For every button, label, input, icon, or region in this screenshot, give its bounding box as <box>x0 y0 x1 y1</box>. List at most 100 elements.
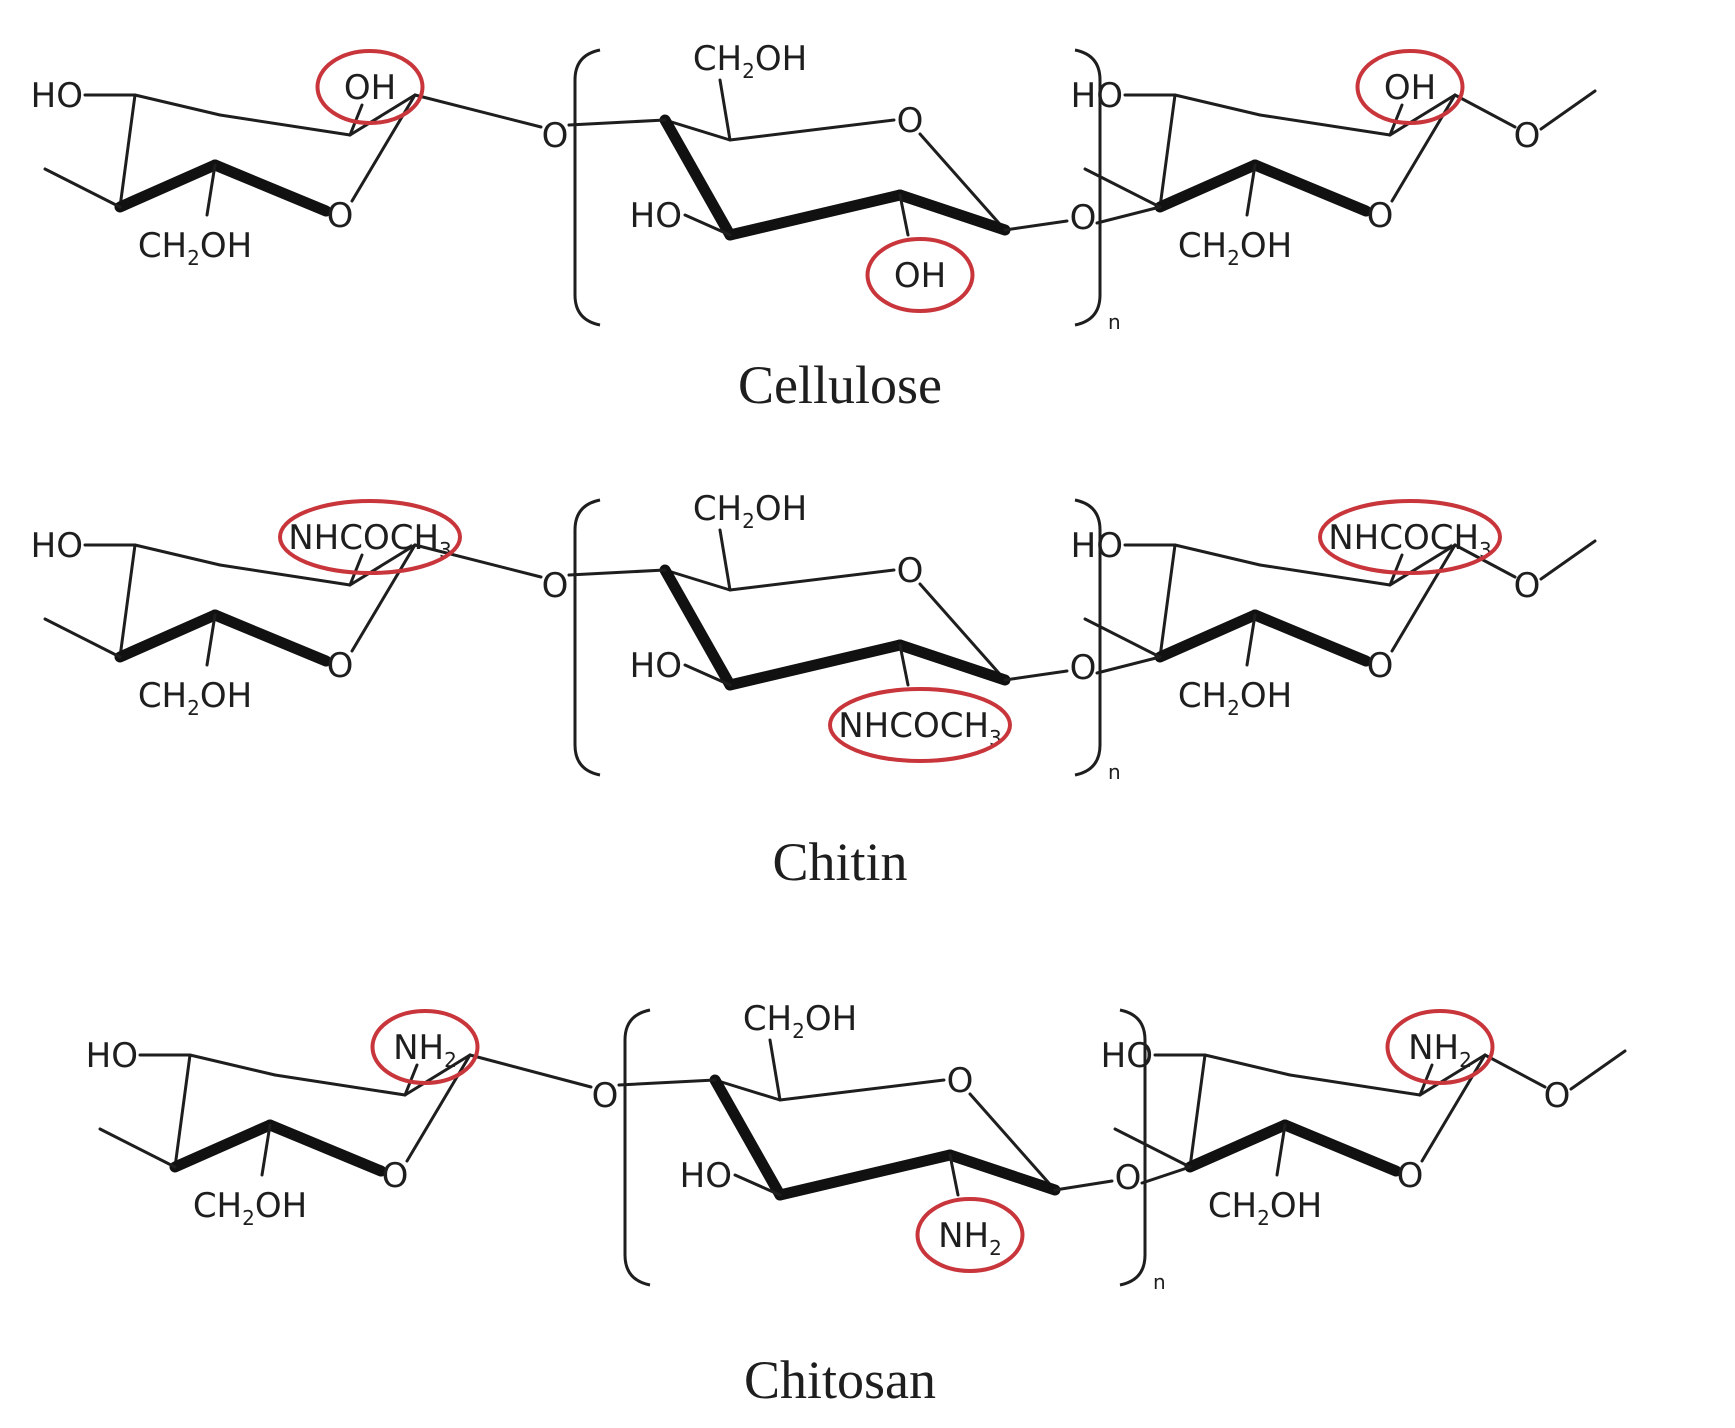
right-bracket <box>1119 1008 1147 1287</box>
bond-line <box>1113 1127 1192 1169</box>
bond-line <box>713 1078 782 1102</box>
hydroxymethyl-label: CH2​OH <box>138 676 252 720</box>
bond-line <box>118 543 137 659</box>
bond-line <box>405 1053 472 1163</box>
bond-line <box>968 1092 1057 1192</box>
bond-line <box>98 1127 177 1169</box>
bond-line <box>948 1153 960 1197</box>
bond-line <box>173 1053 192 1169</box>
substituent-label: NH2​ <box>393 1028 457 1072</box>
highlight-ellipse <box>1385 1009 1495 1085</box>
hydroxyl-label: HO <box>86 1036 138 1076</box>
bond-line <box>1245 613 1257 667</box>
bond-line <box>1083 617 1162 659</box>
wedge-bond <box>944 1149 1061 1196</box>
substituent-label: NHCOCH3​ <box>838 706 1002 750</box>
hydroxyl-label: HO <box>1071 76 1123 116</box>
wedge-bond <box>724 189 906 241</box>
bond-line <box>348 553 364 587</box>
wedge-bond <box>774 1149 956 1201</box>
highlighted-substituent: OH <box>1355 49 1465 125</box>
bond-line <box>728 118 896 142</box>
hydroxyl-label: HO <box>680 1156 732 1196</box>
bond-line <box>1483 1053 1547 1089</box>
right-bracket <box>1074 48 1102 327</box>
bond-line <box>1388 543 1457 587</box>
highlight-ellipse <box>915 1197 1025 1273</box>
ring-oxygen-atom: O <box>1367 646 1394 686</box>
glycosidic-oxygen-atom: O <box>1070 648 1097 688</box>
bond-line <box>133 93 222 117</box>
glycosidic-oxygen-atom: O <box>1514 116 1541 156</box>
bond-line <box>1388 553 1404 587</box>
ring-oxygen-atom: O <box>382 1156 409 1196</box>
hydroxyl-label: HO <box>630 646 682 686</box>
highlighted-substituent: NHCOCH3​ <box>278 499 462 575</box>
wedge-bond <box>894 189 1011 236</box>
ring-oxygen-atom: O <box>1367 196 1394 236</box>
bond-line <box>413 93 543 129</box>
hydroxymethyl-label: CH2​OH <box>693 489 807 533</box>
bond-line <box>43 167 122 209</box>
structure-caption: Cellulose <box>738 355 942 415</box>
bond-line <box>1188 1053 1207 1169</box>
bond-line <box>413 543 543 579</box>
highlight-ellipse <box>370 1009 480 1085</box>
structure-caption: Chitosan <box>744 1350 936 1410</box>
bond-line <box>728 568 896 592</box>
bond-line <box>205 163 217 217</box>
bond-line <box>350 543 417 653</box>
bond-line <box>1095 655 1162 675</box>
bond-line <box>1390 543 1457 653</box>
wedge-bond <box>1279 1119 1402 1177</box>
bond-line <box>348 93 417 137</box>
bond-line <box>1203 1053 1292 1077</box>
highlighted-substituent: OH <box>865 237 975 313</box>
left-bracket <box>623 1008 651 1287</box>
hydroxymethyl-label: CH2​OH <box>1178 676 1292 720</box>
highlight-ellipse <box>828 687 1012 763</box>
glycosidic-oxygen-atom: O <box>1115 1158 1142 1198</box>
bond-line <box>1158 93 1177 209</box>
wedge-bond <box>659 564 736 691</box>
bond-line <box>1245 163 1257 217</box>
bond-line <box>218 563 352 587</box>
bond-line <box>1453 543 1517 579</box>
bond-line <box>1258 113 1392 137</box>
bond-line <box>718 78 732 142</box>
glycosidic-oxygen-atom: O <box>1514 566 1541 606</box>
ring-oxygen-atom: O <box>327 196 354 236</box>
bond-line <box>663 568 732 592</box>
highlighted-substituent: NHCOCH3​ <box>828 687 1012 763</box>
substituent-label: NHCOCH3​ <box>1328 518 1492 562</box>
hydroxymethyl-label: CH2​OH <box>743 999 857 1043</box>
bond-line <box>1388 93 1457 137</box>
bond-line <box>1258 563 1392 587</box>
wedge-bond <box>1249 609 1372 667</box>
wedge-bond <box>1154 609 1261 663</box>
bond-line <box>1390 93 1457 203</box>
wedge-bond <box>724 639 906 691</box>
highlighted-substituent: NH2​ <box>370 1009 480 1085</box>
repeat-count-label: n <box>1153 1270 1166 1294</box>
bond-line <box>1569 1049 1627 1091</box>
bond-line <box>1539 89 1597 131</box>
wedge-bond <box>209 159 332 217</box>
bond-line <box>733 1173 782 1197</box>
glycosidic-oxygen-atom: O <box>542 116 569 156</box>
panel-chitosan: OHOCH2​OHOHOCH2​OHOOHOCH2​OHOOnNH2​NH2​N… <box>86 999 1627 1410</box>
substituent-label: NH2​ <box>938 1216 1002 1260</box>
wedge-bond <box>1154 159 1261 213</box>
hydroxyl-label: HO <box>1071 526 1123 566</box>
bond-line <box>1275 1123 1287 1177</box>
bond-line <box>1173 543 1262 567</box>
wedge-bond <box>659 114 736 241</box>
bond-line <box>768 1038 782 1102</box>
substituent-label: NHCOCH3​ <box>288 518 452 562</box>
bond-line <box>1140 1165 1192 1185</box>
